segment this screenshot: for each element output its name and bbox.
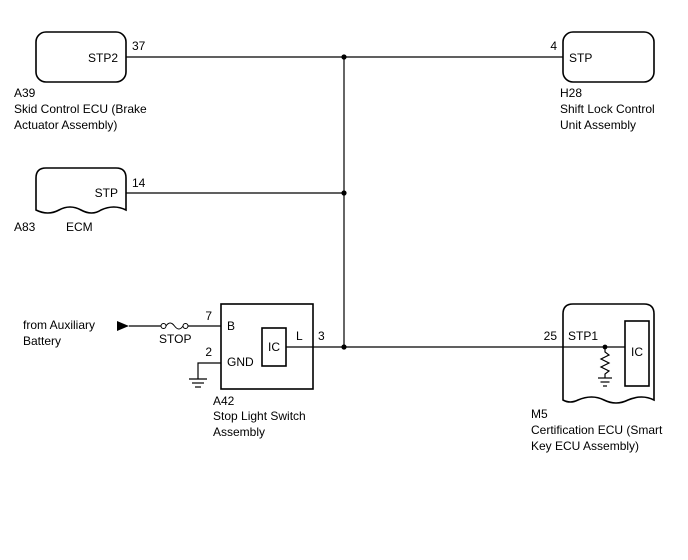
stop-switch-ic-label: IC [268, 340, 280, 354]
ecm-pin-name: STP [95, 186, 118, 200]
skid-ecu-pin-name: STP2 [88, 51, 118, 65]
fuse-terminal-left [160, 323, 167, 329]
stop-light-switch: IC B 7 GND 2 L 3 A42 Stop Light Switch A… [205, 303, 325, 439]
junction-dot-bottom [341, 344, 347, 350]
shift-lock-name-line2: Unit Assembly [560, 118, 636, 132]
cert-ecu-resistor [599, 347, 611, 378]
fuse-terminal-right [182, 323, 189, 329]
cert-ecu-name-line1: Certification ECU (Smart [531, 423, 663, 437]
cert-ecu-ic-label: IC [631, 345, 643, 359]
junction-dot-middle [341, 190, 347, 196]
cert-ecu-pin-number: 25 [544, 329, 558, 343]
skid-ecu-name-line2: Actuator Assembly) [14, 118, 117, 132]
cert-ecu-code: M5 [531, 407, 548, 421]
stop-switch-name-line2: Assembly [213, 425, 265, 439]
stop-switch-pin-b-number: 7 [205, 309, 212, 323]
stop-switch-code: A42 [213, 394, 235, 408]
stop-switch-pin-gnd-name: GND [227, 355, 254, 369]
ecm-pin-number: 14 [132, 176, 146, 190]
power-source: from Auxiliary Battery [23, 318, 129, 348]
skid-control-ecu: STP2 37 A39 Skid Control ECU (Brake Actu… [14, 31, 147, 132]
cert-ecu-name-line2: Key ECU Assembly) [531, 439, 639, 453]
shift-lock-unit-box [562, 31, 655, 83]
junction-dot-top [341, 54, 347, 60]
shift-lock-code: H28 [560, 86, 582, 100]
wire-gnd [197, 362, 221, 379]
stop-switch-pin-l-number: 3 [318, 329, 325, 343]
shift-lock-pin-name: STP [569, 51, 592, 65]
stop-switch-ic-box [261, 327, 287, 367]
fuse-element [165, 322, 184, 330]
shift-lock-unit: STP 4 H28 Shift Lock Control Unit Assemb… [550, 31, 655, 132]
ecm-name: ECM [66, 220, 93, 234]
cert-ecu-ic-box [624, 320, 650, 387]
stop-switch-pin-gnd-number: 2 [205, 345, 212, 359]
stop-switch-pin-b-name: B [227, 319, 235, 333]
ground-symbol-switch [189, 378, 207, 388]
skid-ecu-code: A39 [14, 86, 36, 100]
certification-ecu: IC STP1 25 M5 Certification ECU (Smart K… [531, 303, 663, 453]
shift-lock-name-line1: Shift Lock Control [560, 102, 655, 116]
power-source-line2: Battery [23, 334, 61, 348]
stop-fuse: STOP [159, 322, 191, 346]
cert-ecu-pin-name: STP1 [568, 329, 598, 343]
skid-ecu-pin-number: 37 [132, 39, 146, 53]
skid-ecu-name-line1: Skid Control ECU (Brake [14, 102, 147, 116]
ecm-code: A83 [14, 220, 36, 234]
power-source-line1: from Auxiliary [23, 318, 95, 332]
wires [126, 54, 563, 379]
stop-switch-pin-l-name: L [296, 329, 303, 343]
stop-switch-name-line1: Stop Light Switch [213, 409, 306, 423]
fuse-label: STOP [159, 332, 191, 346]
shift-lock-pin-number: 4 [550, 39, 557, 53]
skid-control-ecu-box [35, 31, 127, 83]
ecm: STP 14 A83 ECM [14, 167, 146, 234]
power-source-arrow [117, 321, 129, 331]
ecm-box [35, 167, 127, 214]
